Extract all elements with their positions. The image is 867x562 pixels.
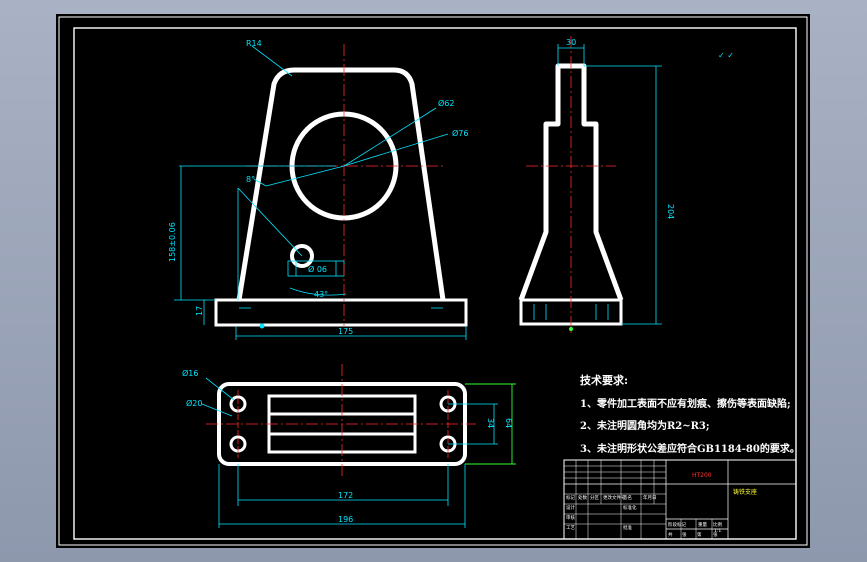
tb-label: 张 (682, 531, 687, 538)
label-height-center: 158±0.06 (168, 222, 177, 262)
tech-item-1: 1、零件加工表面不应有划痕、擦伤等表面缺陷; (580, 397, 791, 410)
label-side-height: 204 (666, 204, 675, 219)
label-overall-length: 196 (338, 515, 353, 524)
tb-label: 张 (713, 531, 718, 538)
tb-label: 更改文件号 (603, 494, 626, 501)
label-dia-outer: Ø62 (438, 98, 454, 108)
tb-label: 比例 (713, 521, 722, 528)
title-block-frame (563, 459, 797, 540)
tb-label: 工艺 (566, 525, 575, 531)
tb-label: 重量 (698, 521, 707, 528)
technical-requirements: 技术要求: 1、零件加工表面不应有划痕、擦伤等表面缺陷; 2、未注明圆角均为R2… (580, 373, 800, 455)
tb-label: 审核 (566, 514, 575, 521)
tech-item-3: 3、未注明形状公差应符合GB1184-80的要求。 (580, 442, 800, 455)
label-dim-a: 34 (486, 418, 495, 428)
label-overall-width: 175 (338, 327, 353, 336)
front-view: R14 Ø62 Ø76 8° 158±0.06 Ø 06 43° 17 175 (168, 39, 468, 340)
label-dia-left-top: Ø16 (182, 368, 198, 378)
label-dia-left-mid: Ø20 (186, 398, 202, 408)
label-angle-bottom: 43° (314, 290, 328, 299)
tb-label: 标记 (566, 494, 575, 501)
inner-border (73, 27, 797, 540)
tb-label: 批准 (623, 524, 632, 531)
tb-label: 年月日 (643, 494, 657, 501)
outer-border (58, 16, 808, 546)
title-block: HT200 铸铁支座 标记 处数 分区 更改文件号 签名 年月日 设计 标准化 … (563, 459, 797, 540)
tb-label: 第 (697, 531, 702, 538)
material-label: HT200 (692, 472, 712, 479)
tech-heading: 技术要求: (580, 373, 628, 387)
cad-drawing: R14 Ø62 Ø76 8° 158±0.06 Ø 06 43° 17 175 … (58, 16, 808, 546)
tb-label: 设计 (566, 504, 575, 511)
tb-label: 处数 (578, 494, 587, 501)
label-base-thickness: 17 (195, 306, 204, 316)
side-view: 30 204 (518, 36, 675, 334)
front-base-plate (214, 298, 468, 327)
front-small-hole (290, 244, 314, 268)
drawing-sheet: R14 Ø62 Ø76 8° 158±0.06 Ø 06 43° 17 175 … (56, 14, 810, 548)
label-dia-inner: Ø76 (452, 128, 468, 138)
tb-label: 阶段标记 (668, 521, 686, 528)
label-angle-small: 8° (246, 175, 255, 184)
tb-label: 共 (668, 531, 673, 538)
scale-value: 1:1 (714, 528, 721, 534)
part-name-label: 铸铁支座 (733, 488, 757, 496)
tb-label: 标准化 (623, 504, 637, 511)
front-datum-dot (259, 323, 265, 329)
label-top-width: 30 (566, 38, 576, 47)
tb-label: 签名 (623, 494, 632, 501)
tech-item-2: 2、未注明圆角均为R2~R3; (580, 419, 710, 432)
label-inner-length: 172 (338, 491, 353, 500)
label-r14: R14 (246, 39, 262, 48)
tb-label: 分区 (590, 494, 599, 501)
label-dia-hole: Ø 06 (308, 264, 327, 274)
corner-note: ✓ ✓ (718, 51, 734, 60)
label-dim-b: 64 (504, 418, 513, 428)
top-view: Ø16 Ø20 172 196 34 64 (182, 364, 516, 528)
